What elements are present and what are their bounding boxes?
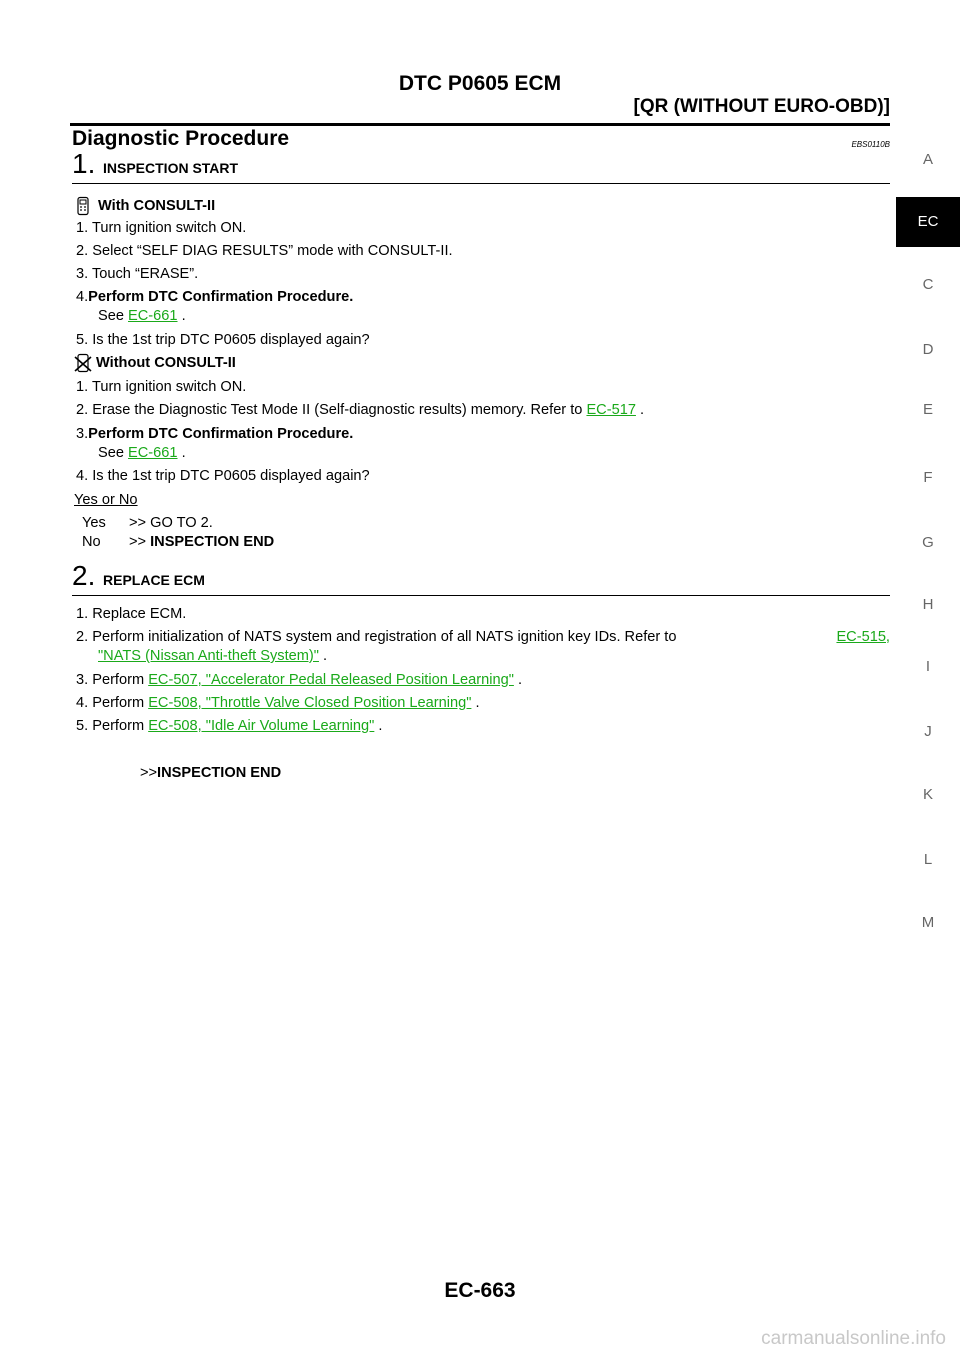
section-tab-j[interactable]: J (924, 723, 932, 740)
section-tab-g[interactable]: G (922, 534, 934, 551)
with-step-4-see: See EC-661 . (98, 308, 186, 324)
period: . (640, 402, 645, 418)
replace-step-2-text: 2. Perform initialization of NATS system… (76, 629, 677, 645)
inspection-end: INSPECTION END (157, 765, 282, 781)
without-step-1: 1. Turn ignition switch ON. (76, 379, 247, 395)
step-1-number: 1. (72, 148, 96, 179)
section-tab-m[interactable]: M (921, 914, 935, 931)
no-consult-tester-icon (74, 353, 92, 373)
without-step-3-text: Perform DTC Confirmation Procedure. (88, 426, 354, 442)
period: . (181, 308, 186, 324)
with-consult-label: With CONSULT-II (98, 198, 216, 214)
header-rule (70, 123, 890, 126)
link-nats[interactable]: "NATS (Nissan Anti-theft System)" (98, 648, 319, 664)
step-2-title: REPLACE ECM (103, 572, 205, 588)
link-ec-517[interactable]: EC-517 (586, 402, 636, 418)
see-label: See (98, 445, 124, 461)
perform-label: 5. Perform (76, 718, 145, 734)
replace-step-2-cont: "NATS (Nissan Anti-theft System)" . (98, 648, 327, 664)
watermark: carmanualsonline.info (761, 1328, 946, 1349)
page-number: EC-663 (444, 1279, 516, 1302)
without-step-3: 3.Perform DTC Confirmation Procedure. (76, 426, 353, 442)
arrow: >> (129, 534, 147, 550)
link-ec-661[interactable]: EC-661 (128, 308, 178, 324)
inspection-end: INSPECTION END (150, 534, 275, 550)
replace-step-5: 5. Perform EC-508, "Idle Air Volume Lear… (76, 718, 382, 734)
answer-yes-value: >> GO TO 2. (129, 515, 213, 531)
replace-step-4: 4. Perform EC-508, "Throttle Valve Close… (76, 695, 480, 711)
answer-no-key: No (82, 534, 101, 550)
answer-no-value: >> INSPECTION END (129, 534, 274, 550)
answer-yes-key: Yes (82, 515, 106, 531)
replace-step-1: 1. Replace ECM. (76, 606, 187, 622)
period: . (475, 695, 480, 711)
section-tab-f[interactable]: F (923, 469, 933, 486)
period: . (517, 672, 522, 688)
step-1-title: INSPECTION START (103, 160, 239, 176)
arrow: >> (140, 765, 158, 781)
consult-tester-icon (77, 196, 89, 216)
perform-label: 4. Perform (76, 695, 145, 711)
link-ec-508-throttle[interactable]: EC-508, "Throttle Valve Closed Position … (148, 695, 472, 711)
link-ec-661-b[interactable]: EC-661 (128, 445, 178, 461)
step-2-result: >>INSPECTION END (140, 765, 281, 781)
perform-label: 3. Perform (76, 672, 145, 688)
with-step-1: 1. Turn ignition switch ON. (76, 220, 247, 236)
section-title: Diagnostic Procedure (72, 127, 290, 150)
without-step-4: 4. Is the 1st trip DTC P0605 displayed a… (76, 468, 370, 484)
section-tab-k[interactable]: K (922, 786, 933, 803)
section-tab-e[interactable]: E (922, 401, 933, 418)
with-step-3: 3. Touch “ERASE”. (76, 266, 199, 282)
with-step-4-number: 4. (76, 289, 89, 305)
without-step-3-see: See EC-661 . (98, 445, 186, 461)
section-tab-c[interactable]: C (922, 276, 934, 293)
step-1-heading: 1. INSPECTION START (72, 148, 890, 184)
without-consult-label: Without CONSULT-II (96, 355, 236, 371)
period: . (181, 445, 186, 461)
yes-or-no-label: Yes or No (74, 492, 138, 508)
with-step-4-text: Perform DTC Confirmation Procedure. (88, 289, 354, 305)
section-tab-i[interactable]: I (925, 658, 931, 675)
step-2-heading: 2. REPLACE ECM (72, 560, 890, 596)
without-step-2-text: 2. Erase the Diagnostic Test Mode II (Se… (76, 402, 583, 418)
section-code: EBS0110B (851, 140, 890, 149)
link-ec-508-idle[interactable]: EC-508, "Idle Air Volume Learning" (148, 718, 375, 734)
link-ec-515[interactable]: EC-515, (836, 629, 890, 645)
without-step-3-number: 3. (76, 426, 89, 442)
section-tab-l[interactable]: L (923, 851, 933, 868)
section-tab-h[interactable]: H (922, 596, 934, 613)
step-2-number: 2. (72, 560, 96, 591)
link-ec-507[interactable]: EC-507, "Accelerator Pedal Released Posi… (148, 672, 514, 688)
section-tab-ec[interactable]: EC (896, 197, 960, 247)
replace-step-3: 3. Perform EC-507, "Accelerator Pedal Re… (76, 672, 522, 688)
see-label: See (98, 308, 124, 324)
section-tab-d[interactable]: D (922, 341, 934, 358)
period: . (378, 718, 383, 734)
period: . (323, 648, 328, 664)
replace-step-2: 2. Perform initialization of NATS system… (76, 629, 890, 645)
with-step-5: 5. Is the 1st trip DTC P0605 displayed a… (76, 332, 370, 348)
with-step-4: 4.Perform DTC Confirmation Procedure. (76, 289, 353, 305)
without-step-2: 2. Erase the Diagnostic Test Mode II (Se… (76, 402, 644, 418)
with-step-2: 2. Select “SELF DIAG RESULTS” mode with … (76, 243, 453, 259)
page-header-title: DTC P0605 ECM (398, 72, 562, 95)
page-header-subtitle: [QR (WITHOUT EURO-OBD)] (633, 96, 890, 117)
section-tab-a[interactable]: A (922, 151, 933, 168)
